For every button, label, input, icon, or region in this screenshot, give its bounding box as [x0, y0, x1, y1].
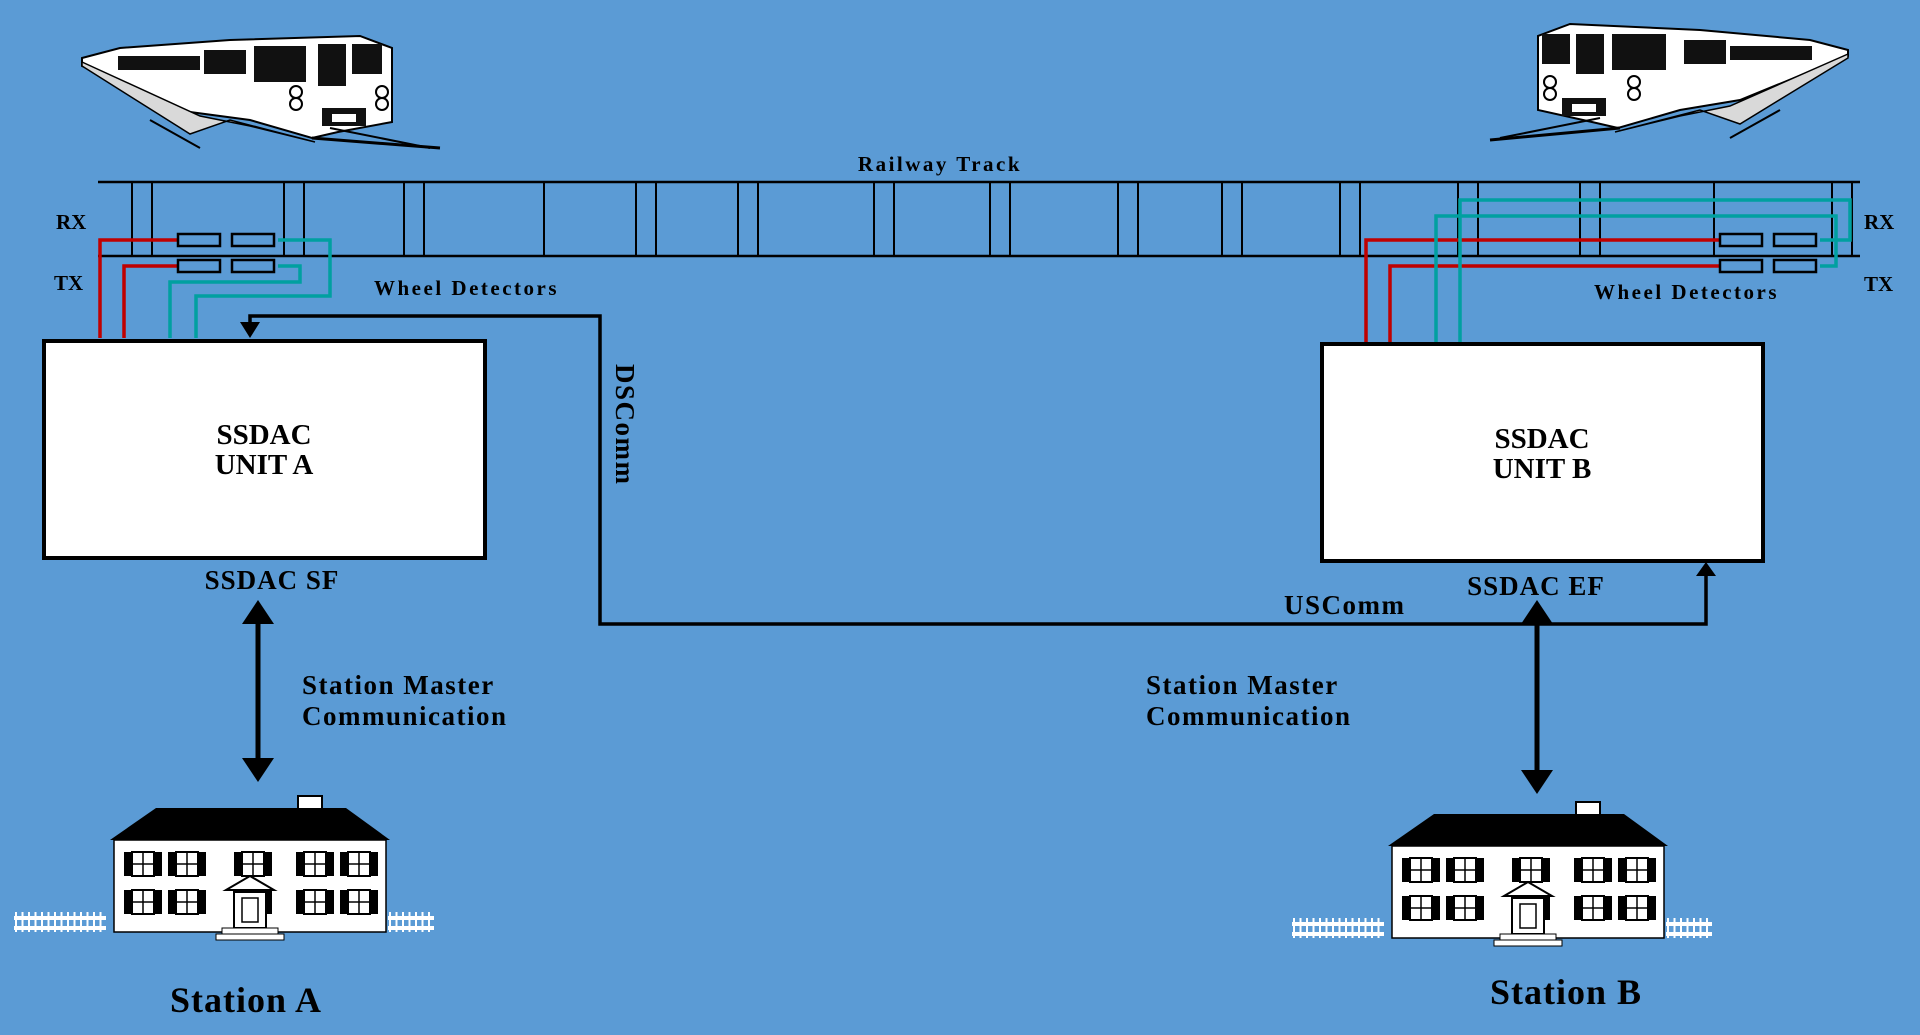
- ssdac-unit-a-box: [42, 339, 487, 560]
- left-detector-tx-1: [176, 258, 222, 274]
- left-detector-tx-2: [230, 258, 276, 274]
- unit-a-arrowhead-icon: [240, 322, 260, 338]
- train-left-icon: [81, 34, 441, 150]
- left-detector-wiring: [98, 238, 332, 338]
- unit-b-arrowhead-icon: [1696, 562, 1716, 576]
- left-detector-rx-2: [230, 232, 276, 248]
- right-detector-wiring: [1364, 198, 1852, 342]
- left-comm-line2: Communication: [302, 701, 508, 731]
- dscomm-label: DSComm: [610, 364, 640, 486]
- railway-track-label: Railway Track: [858, 152, 1022, 176]
- track-sleepers: [131, 182, 1853, 256]
- unit-b-title-line2: UNIT B: [1493, 453, 1592, 485]
- unit-a-caption: SSDAC SF: [205, 565, 340, 595]
- right-tx-label: TX: [1864, 272, 1893, 296]
- unit-b-title-line1: SSDAC: [1494, 423, 1589, 455]
- left-rx-label: RX: [56, 210, 86, 234]
- station-a-building-icon: [14, 795, 434, 941]
- right-detector-rx-2: [1772, 232, 1818, 248]
- right-detector-tx-2: [1772, 258, 1818, 274]
- ssdac-unit-b-box: [1320, 342, 1765, 563]
- left-wheel-detectors: [176, 232, 276, 274]
- station-b-building-icon: [1292, 801, 1712, 947]
- right-wheel-detectors: [1718, 232, 1818, 274]
- left-detector-rx-1: [176, 232, 222, 248]
- right-detector-rx-1: [1718, 232, 1764, 248]
- left-station-comm-arrow: [242, 600, 274, 782]
- station-b-label: Station B: [1490, 972, 1642, 1012]
- ds-us-comm-link: [248, 314, 1708, 626]
- train-right-icon: [1489, 22, 1849, 142]
- right-detector-tx-1: [1718, 258, 1764, 274]
- left-comm-line1: Station Master: [302, 670, 495, 700]
- station-a-label: Station A: [170, 980, 322, 1020]
- right-rx-label: RX: [1864, 210, 1894, 234]
- unit-a-title-line2: UNIT A: [215, 449, 314, 481]
- right-station-comm-arrow: [1521, 600, 1553, 794]
- uscomm-label: USComm: [1284, 590, 1406, 620]
- railway-track: [98, 180, 1860, 258]
- left-wheel-detectors-label: Wheel Detectors: [374, 276, 559, 300]
- left-tx-label: TX: [54, 271, 83, 295]
- unit-b-caption: SSDAC EF: [1467, 571, 1605, 601]
- unit-a-title-line1: SSDAC: [216, 419, 311, 451]
- right-wheel-detectors-label: Wheel Detectors: [1594, 280, 1779, 304]
- right-comm-line1: Station Master: [1146, 670, 1339, 700]
- right-comm-line2: Communication: [1146, 701, 1352, 731]
